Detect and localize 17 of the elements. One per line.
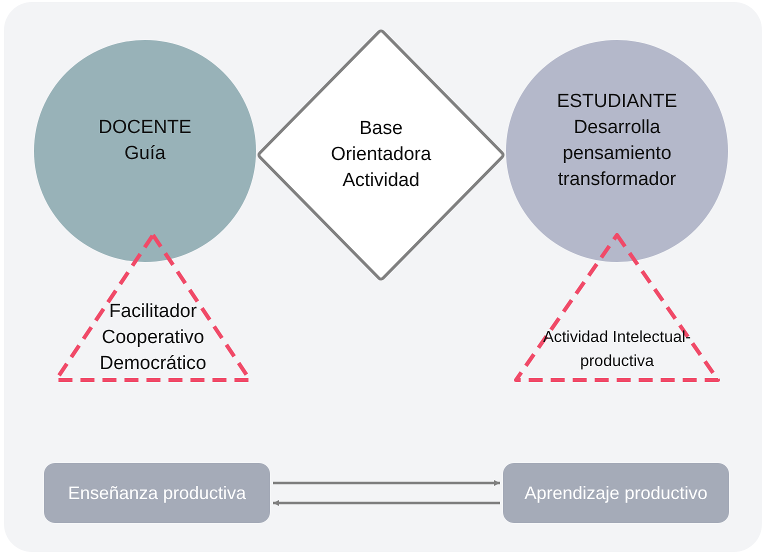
node-label: Facilitador Cooperativo Democrático [98,300,208,376]
node-label: Actividad Intelectual-productiva [542,328,692,372]
arrow [273,500,500,506]
decision-diamond [258,30,504,280]
node-label: Base Orientadora Actividad [330,117,432,193]
process-box [503,463,729,523]
node-label: Desarrolla pensamiento transformador [556,116,678,192]
dashed-triangle [512,232,722,384]
arrow [273,480,500,486]
node-label: ESTUDIANTE [556,90,678,114]
process-box [44,463,270,523]
circle-node [506,40,728,262]
node-label: Aprendizaje productivo [524,482,708,505]
node-label: Guía [124,142,166,166]
node-label: Enseñanza productiva [68,482,246,505]
circle-node [34,40,256,262]
node-label: DOCENTE [98,116,192,140]
